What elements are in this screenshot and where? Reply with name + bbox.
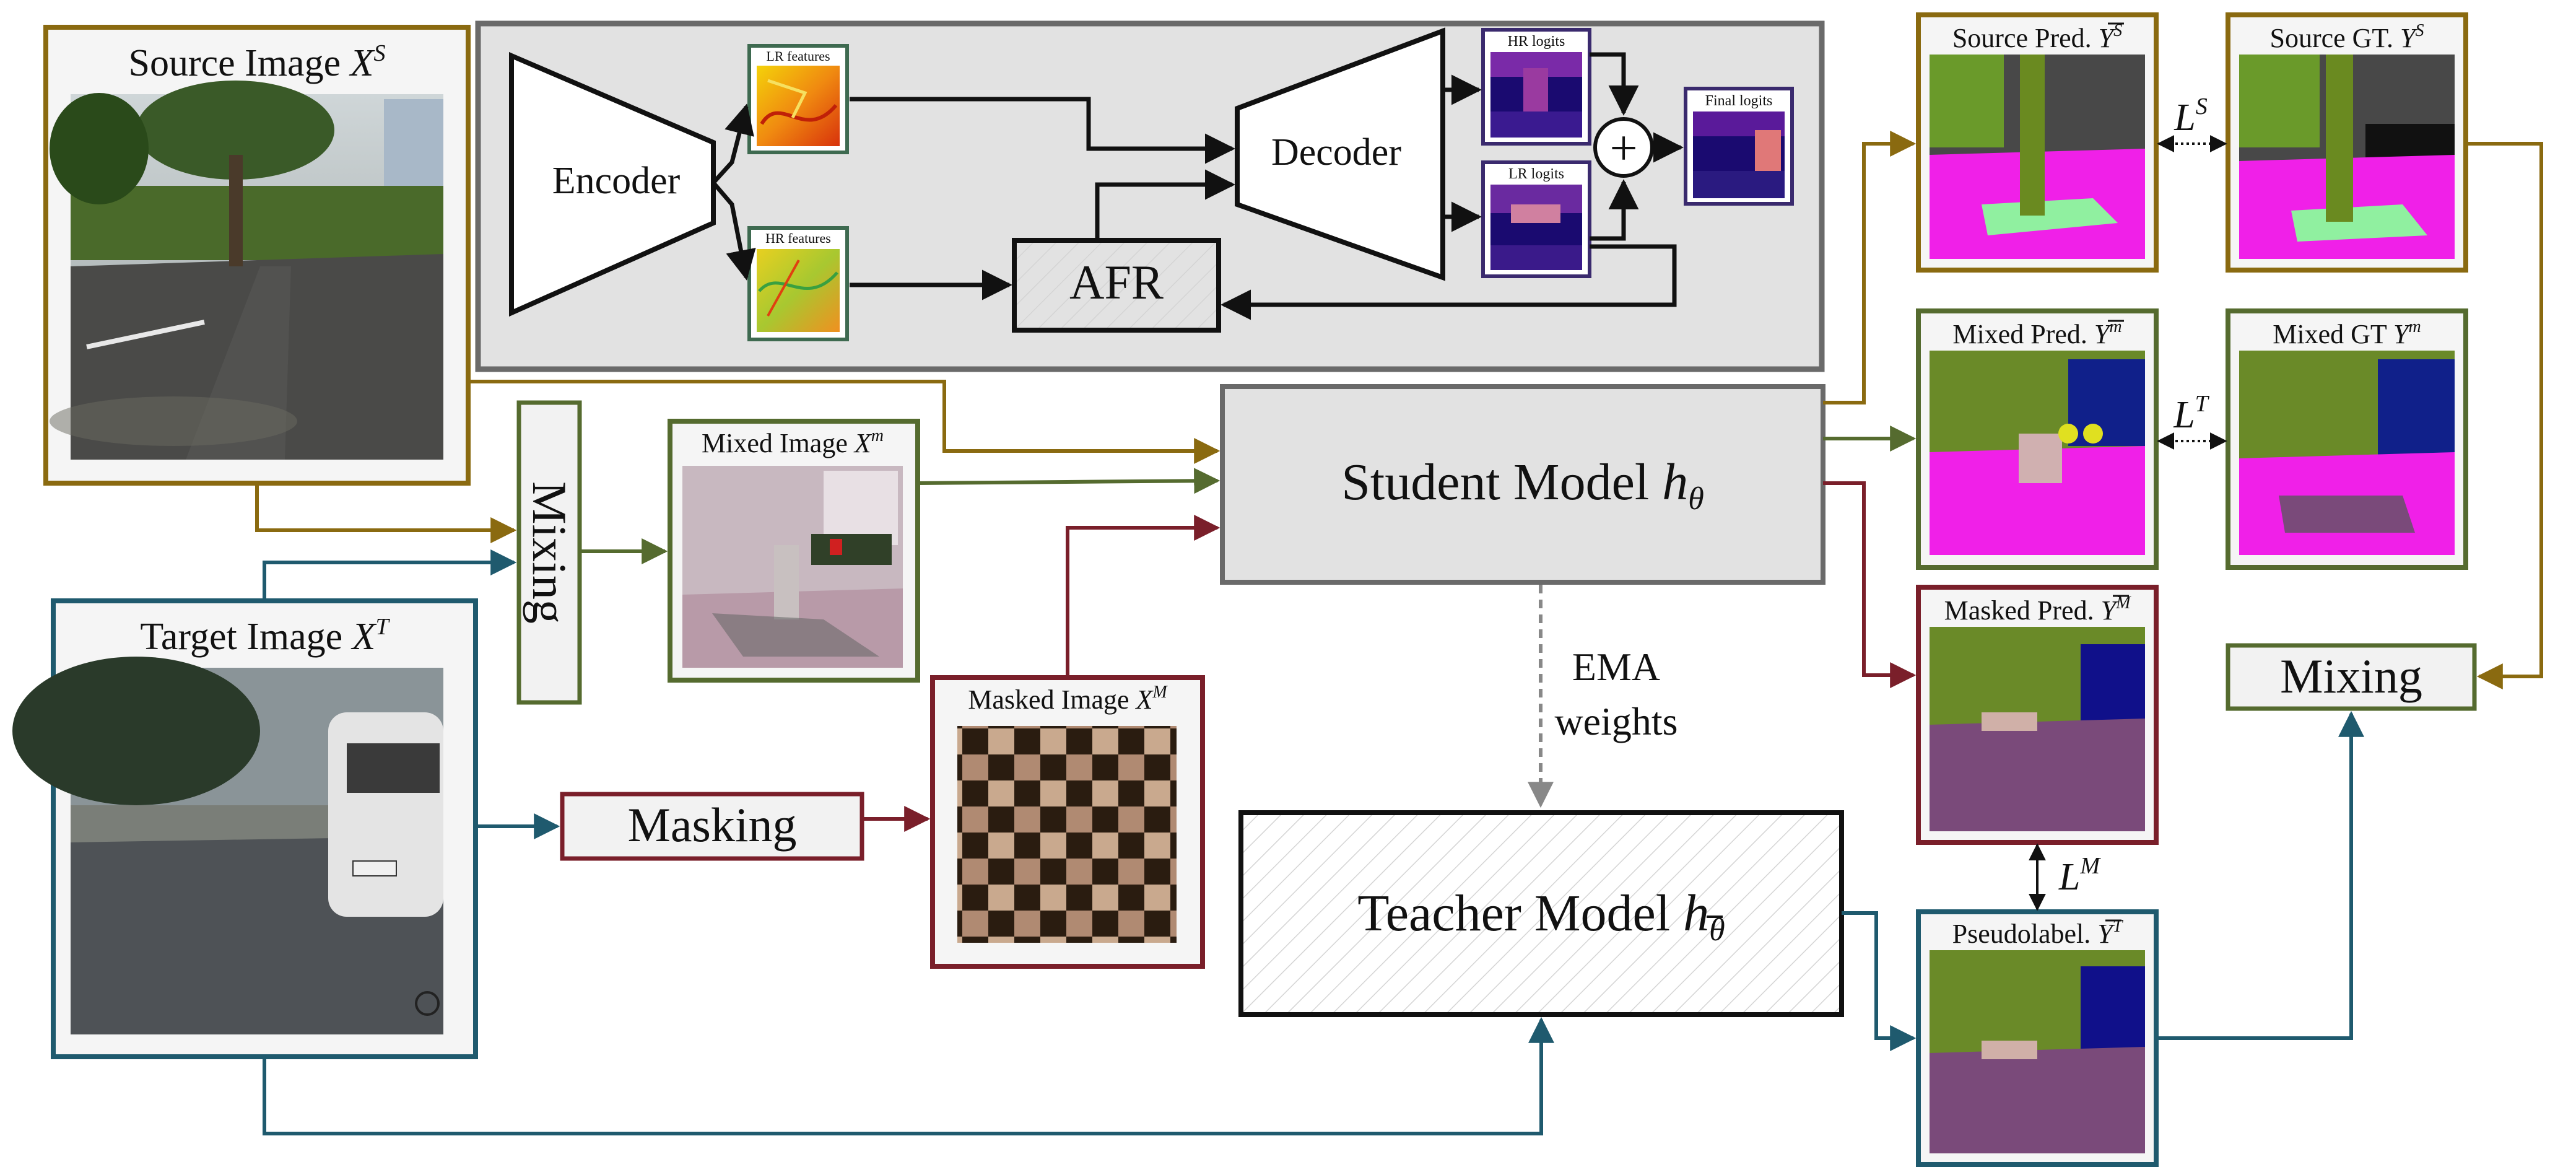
masked-pred-caption: Masked Pred. YM — [1944, 593, 2131, 626]
encoder-block — [509, 51, 716, 317]
source-image-caption: Source Image XS — [129, 40, 386, 84]
mixed-image-caption: Mixed Image Xm — [702, 426, 884, 458]
source-gt-segmap — [2239, 55, 2455, 259]
loss-source: LS — [2157, 94, 2227, 152]
source-image-photo — [50, 81, 443, 460]
teacher-model-label: Teacher Model hθ — [1357, 885, 1725, 948]
mixed-pred-segmap — [1930, 351, 2145, 555]
final-logits-thumbnail: Final logits — [1684, 87, 1794, 206]
mixed-image-panel: Mixed Image Xm — [668, 419, 920, 683]
loss-target: LT — [2157, 391, 2227, 450]
sum-symbol: + — [1609, 121, 1637, 176]
pseudolabel-panel: Pseudolabel. YT — [1916, 909, 2159, 1167]
afr-internal-arrows — [711, 52, 1684, 320]
mixed-pred-caption: Mixed Pred. Ym — [1952, 317, 2121, 349]
decoder-block — [1235, 27, 1445, 281]
decoder-label: Decoder — [1271, 131, 1401, 173]
lr-features-label: LR features — [766, 48, 830, 64]
ema-weights: EMA weights — [1528, 585, 1678, 808]
mixing-right-label: Mixing — [2280, 649, 2422, 703]
lr-logits-label: LR logits — [1508, 166, 1564, 182]
source-pred-segmap — [1930, 55, 2145, 259]
mixed-gt-panel: Mixed GT Ym — [2226, 308, 2468, 570]
target-image-caption: Target Image XT — [140, 614, 390, 658]
source-pred-caption: Source Pred. YS — [1952, 21, 2122, 53]
mixing-op-right: Mixing — [2226, 643, 2477, 711]
weights-label: weights — [1554, 699, 1677, 743]
target-image-photo — [12, 657, 443, 1034]
masked-pred-panel: Masked Pred. YM — [1916, 585, 2159, 845]
lr-logits-thumbnail: LR logits — [1481, 160, 1591, 278]
hr-features-label: HR features — [765, 230, 831, 246]
mixed-image-photo — [682, 466, 903, 668]
ema-label: EMA — [1572, 645, 1660, 689]
source-pred-panel: Source Pred. YS — [1916, 12, 2159, 273]
sum-node: + — [1593, 117, 1654, 178]
loss-source-label: LS — [2174, 94, 2207, 139]
mixing-vertical-label: Mixing — [523, 481, 577, 624]
source-gt-caption: Source GT. YS — [2269, 21, 2424, 53]
hr-features-thumbnail: HR features — [747, 226, 849, 341]
loss-masked: LM — [2029, 843, 2101, 911]
masked-pred-segmap — [1930, 627, 2145, 831]
mixed-gt-caption: Mixed GT Ym — [2273, 317, 2421, 349]
student-model-label: Student Model hθ — [1341, 453, 1704, 517]
masked-image-photo — [957, 726, 1177, 943]
lr-features-thumbnail: LR features — [747, 44, 849, 154]
flow-arrows — [255, 131, 2543, 1135]
afr-architecture-panel: Encoder LR features HR features AFR Deco… — [475, 20, 1825, 372]
loss-masked-label: LM — [2058, 853, 2101, 898]
afr-label: AFR — [1069, 255, 1164, 309]
masked-image-caption: Masked Image XM — [968, 683, 1168, 715]
source-image-panel: Source Image XS — [43, 25, 471, 486]
hr-logits-thumbnail: HR logits — [1481, 28, 1591, 146]
masking-op: Masking — [560, 792, 864, 861]
encoder-label: Encoder — [552, 160, 681, 202]
masking-label: Masking — [628, 798, 797, 852]
mixed-pred-panel: Mixed Pred. Ym — [1916, 308, 2159, 570]
masked-image-panel: Masked Image XM — [930, 675, 1205, 969]
loss-target-label: LT — [2173, 391, 2209, 436]
target-image-panel: Target Image XT — [12, 598, 478, 1059]
pseudolabel-caption: Pseudolabel. YT — [1952, 917, 2124, 949]
teacher-model-block: Teacher Model hθ — [1238, 810, 1844, 1017]
mixing-op-vertical: Mixing — [516, 400, 582, 705]
pseudolabel-segmap — [1930, 950, 2145, 1153]
final-logits-label: Final logits — [1705, 93, 1773, 109]
source-gt-panel: Source GT. YS — [2226, 12, 2468, 273]
student-model-block: Student Model hθ — [1220, 384, 1825, 585]
afr-block: AFR — [1012, 238, 1221, 333]
hr-logits-label: HR logits — [1508, 33, 1565, 50]
mixed-gt-segmap — [2239, 351, 2455, 555]
